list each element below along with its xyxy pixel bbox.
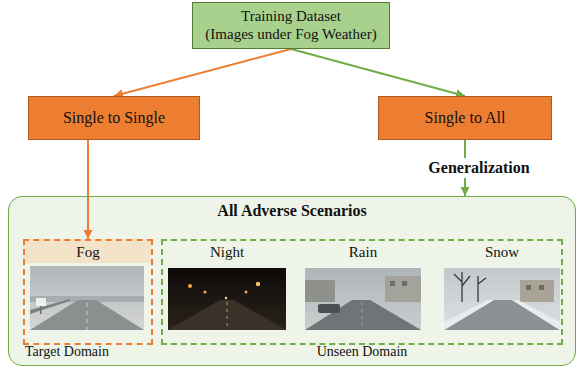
connector-arrow <box>114 49 291 96</box>
node-text: Training Dataset <box>241 8 341 25</box>
image-label: Snow <box>485 244 519 261</box>
connector-arrow <box>87 140 89 239</box>
process-box: Single to All <box>378 96 552 140</box>
node-subtext: (Images under Fog Weather) <box>205 26 376 43</box>
target-header-fill <box>23 239 151 263</box>
scenario-region: All Adverse ScenariosFogTarget DomainUns… <box>8 196 576 366</box>
night-photo <box>168 268 286 330</box>
node-text: Single to All <box>425 109 506 127</box>
snow-photo <box>444 268 560 330</box>
dataset-box: Training Dataset(Images under Fog Weathe… <box>192 2 390 49</box>
process-box: Single to Single <box>28 96 200 140</box>
fog-photo <box>30 266 144 330</box>
image-label: Night <box>210 244 244 261</box>
node-text: All Adverse Scenarios <box>9 202 575 220</box>
node-text: Single to Single <box>63 109 165 127</box>
target-domain-box: FogTarget Domain <box>23 239 153 345</box>
node-text: Fog <box>25 244 151 261</box>
edge-label: Generalization <box>425 158 532 178</box>
rain-photo <box>305 268 421 330</box>
region-fill <box>8 196 576 366</box>
node-subtext: Target Domain <box>25 344 109 360</box>
node-text: Unseen Domain <box>163 344 561 360</box>
image-label: Rain <box>349 244 377 261</box>
connector-arrow <box>291 49 465 96</box>
